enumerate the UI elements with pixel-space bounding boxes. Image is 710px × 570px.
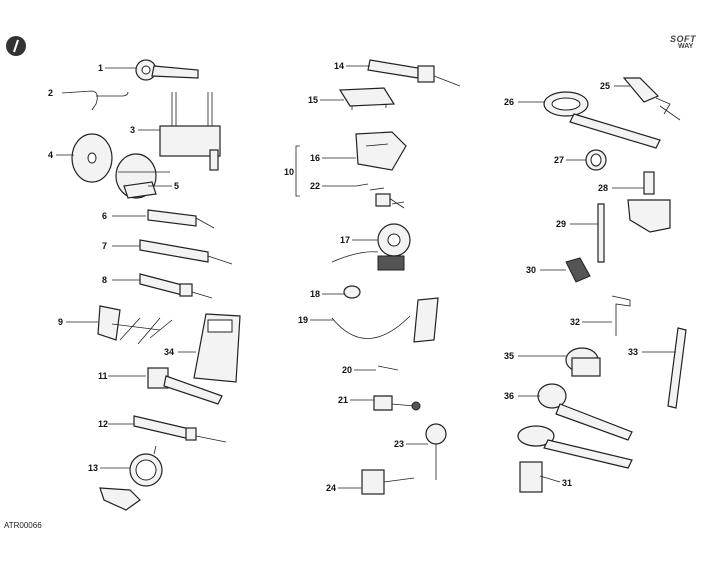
callout-28: 28 [598,183,608,193]
tool-4-degree-wheel [71,133,113,183]
callout-35: 35 [504,351,514,361]
tool-30-bolt [565,257,591,283]
tool-14-puller [367,59,461,87]
callout-1: 1 [98,63,103,73]
tool-7-punch [139,239,233,265]
tool-6-punch [147,209,215,229]
tool-25-extractor [622,77,681,121]
tool-21-gauge [373,395,421,411]
tool-36-wrench [537,383,633,441]
callout-19: 19 [298,315,308,325]
callout-36: 36 [504,391,514,401]
callout-29: 29 [556,219,566,229]
tool-1-wrench [135,59,199,81]
callout-22: 22 [310,181,320,191]
tool-32-bracket [611,295,631,336]
tool-11-wrench [147,367,223,405]
callout-18: 18 [310,289,320,299]
callout-4: 4 [48,150,53,160]
callout-5: 5 [174,181,179,191]
tool-29-rod [597,203,605,263]
tool-28-tool [627,171,671,233]
softway-logo: SOFT WAY [662,34,706,52]
callout-2: 2 [48,88,53,98]
bracket-10 [295,145,300,197]
callout-30: 30 [526,265,536,275]
tool-3-bracket [159,92,221,171]
callout-26: 26 [504,97,514,107]
tool-19-support [331,297,439,343]
tool-34-tester [193,313,241,383]
callout-6: 6 [102,211,107,221]
tool-2-hook [61,90,129,111]
tool-16-holder [355,131,407,171]
tool-8-punch [139,273,213,299]
tool-18-bush [343,285,361,299]
callout-17: 17 [340,235,350,245]
callout-14: 14 [334,61,344,71]
callout-7: 7 [102,241,107,251]
logo-text-top: SOFT [670,34,696,44]
logo-text-bottom: WAY [678,43,694,50]
callout-15: 15 [308,95,318,105]
tool-35-socket [565,347,601,377]
callout-9: 9 [58,317,63,327]
tool-5-wheel-pointer [115,153,170,199]
callout-32: 32 [570,317,580,327]
tool-20-pin [377,365,399,371]
callout-24: 24 [326,483,336,493]
callout-34: 34 [164,347,174,357]
callout-33: 33 [628,347,638,357]
callout-13: 13 [88,463,98,473]
tool-17-pulley-puller [331,223,411,271]
callout-8: 8 [102,275,107,285]
callout-10: 10 [284,167,294,177]
callout-11: 11 [98,371,108,381]
tool-24-clamp [361,469,415,495]
callout-21: 21 [338,395,348,405]
callout-23: 23 [394,439,404,449]
tool-33-probe [667,327,687,409]
tool-15-plates [338,87,396,110]
tool-9-crank-tool [97,305,173,345]
callout-31: 31 [562,478,572,488]
tool-27-ring [585,149,607,171]
callout-25: 25 [600,81,610,91]
tool-13-dial-gauge [99,445,163,511]
tool-23-dial-gauge [425,423,447,480]
tool-31-spanner [517,425,633,493]
leader-31 [539,475,561,483]
callout-27: 27 [554,155,564,165]
tool-22-pins [355,183,405,209]
tool-12-punch [133,415,227,443]
callout-12: 12 [98,419,108,429]
callout-3: 3 [130,125,135,135]
callout-16: 16 [310,153,320,163]
callout-20: 20 [342,365,352,375]
figure-code: ATR00066 [4,521,42,530]
round-badge-icon [6,36,26,56]
tool-26-pin-wrench [543,91,661,149]
